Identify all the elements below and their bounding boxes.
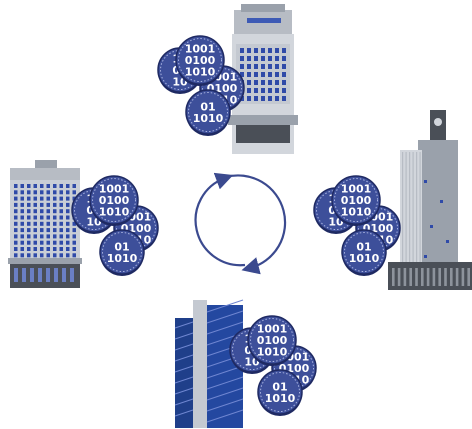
coin-binary-text: 0100: [257, 334, 288, 347]
coin-binary-text: 0100: [99, 194, 130, 207]
coin-binary-text: 1001: [341, 183, 372, 196]
coin-binary-text: 01: [114, 240, 129, 253]
coin-binary-text: 0100: [185, 54, 216, 67]
data-coins-top: 100110100101001010011010100101001010: [157, 35, 245, 136]
coin-binary-text: 1010: [193, 112, 224, 125]
glass-tower-icon: [174, 299, 244, 428]
coin-binary-text: 0100: [341, 194, 372, 207]
coin-binary-text: 1010: [185, 66, 216, 79]
data-coins-right: 100110100101001010011010100101001010: [313, 175, 401, 276]
office-block-icon: [8, 160, 82, 288]
data-coins-left: 100110100101001010011010100101001010: [71, 175, 159, 276]
coin-binary-text: 01: [272, 380, 287, 393]
coin-binary-text: 1010: [107, 252, 138, 265]
coin-binary-text: 1010: [265, 392, 296, 405]
coin-binary-text: 1001: [99, 183, 130, 196]
coin-binary-text: 01: [356, 240, 371, 253]
coin-binary-text: 1001: [257, 323, 288, 336]
sync-cycle-icon: [194, 172, 287, 275]
coin-binary-text: 1010: [349, 252, 380, 265]
coin-binary-text: 1010: [99, 206, 130, 219]
coin-binary-text: 1010: [257, 346, 288, 359]
coin-binary-text: 01: [200, 100, 215, 113]
data-coins-bottom: 100110100101001010011010100101001010: [229, 315, 317, 416]
coin-binary-text: 1010: [341, 206, 372, 219]
skyscraper-icon: [388, 110, 472, 290]
coin-binary-text: 1001: [185, 43, 216, 56]
